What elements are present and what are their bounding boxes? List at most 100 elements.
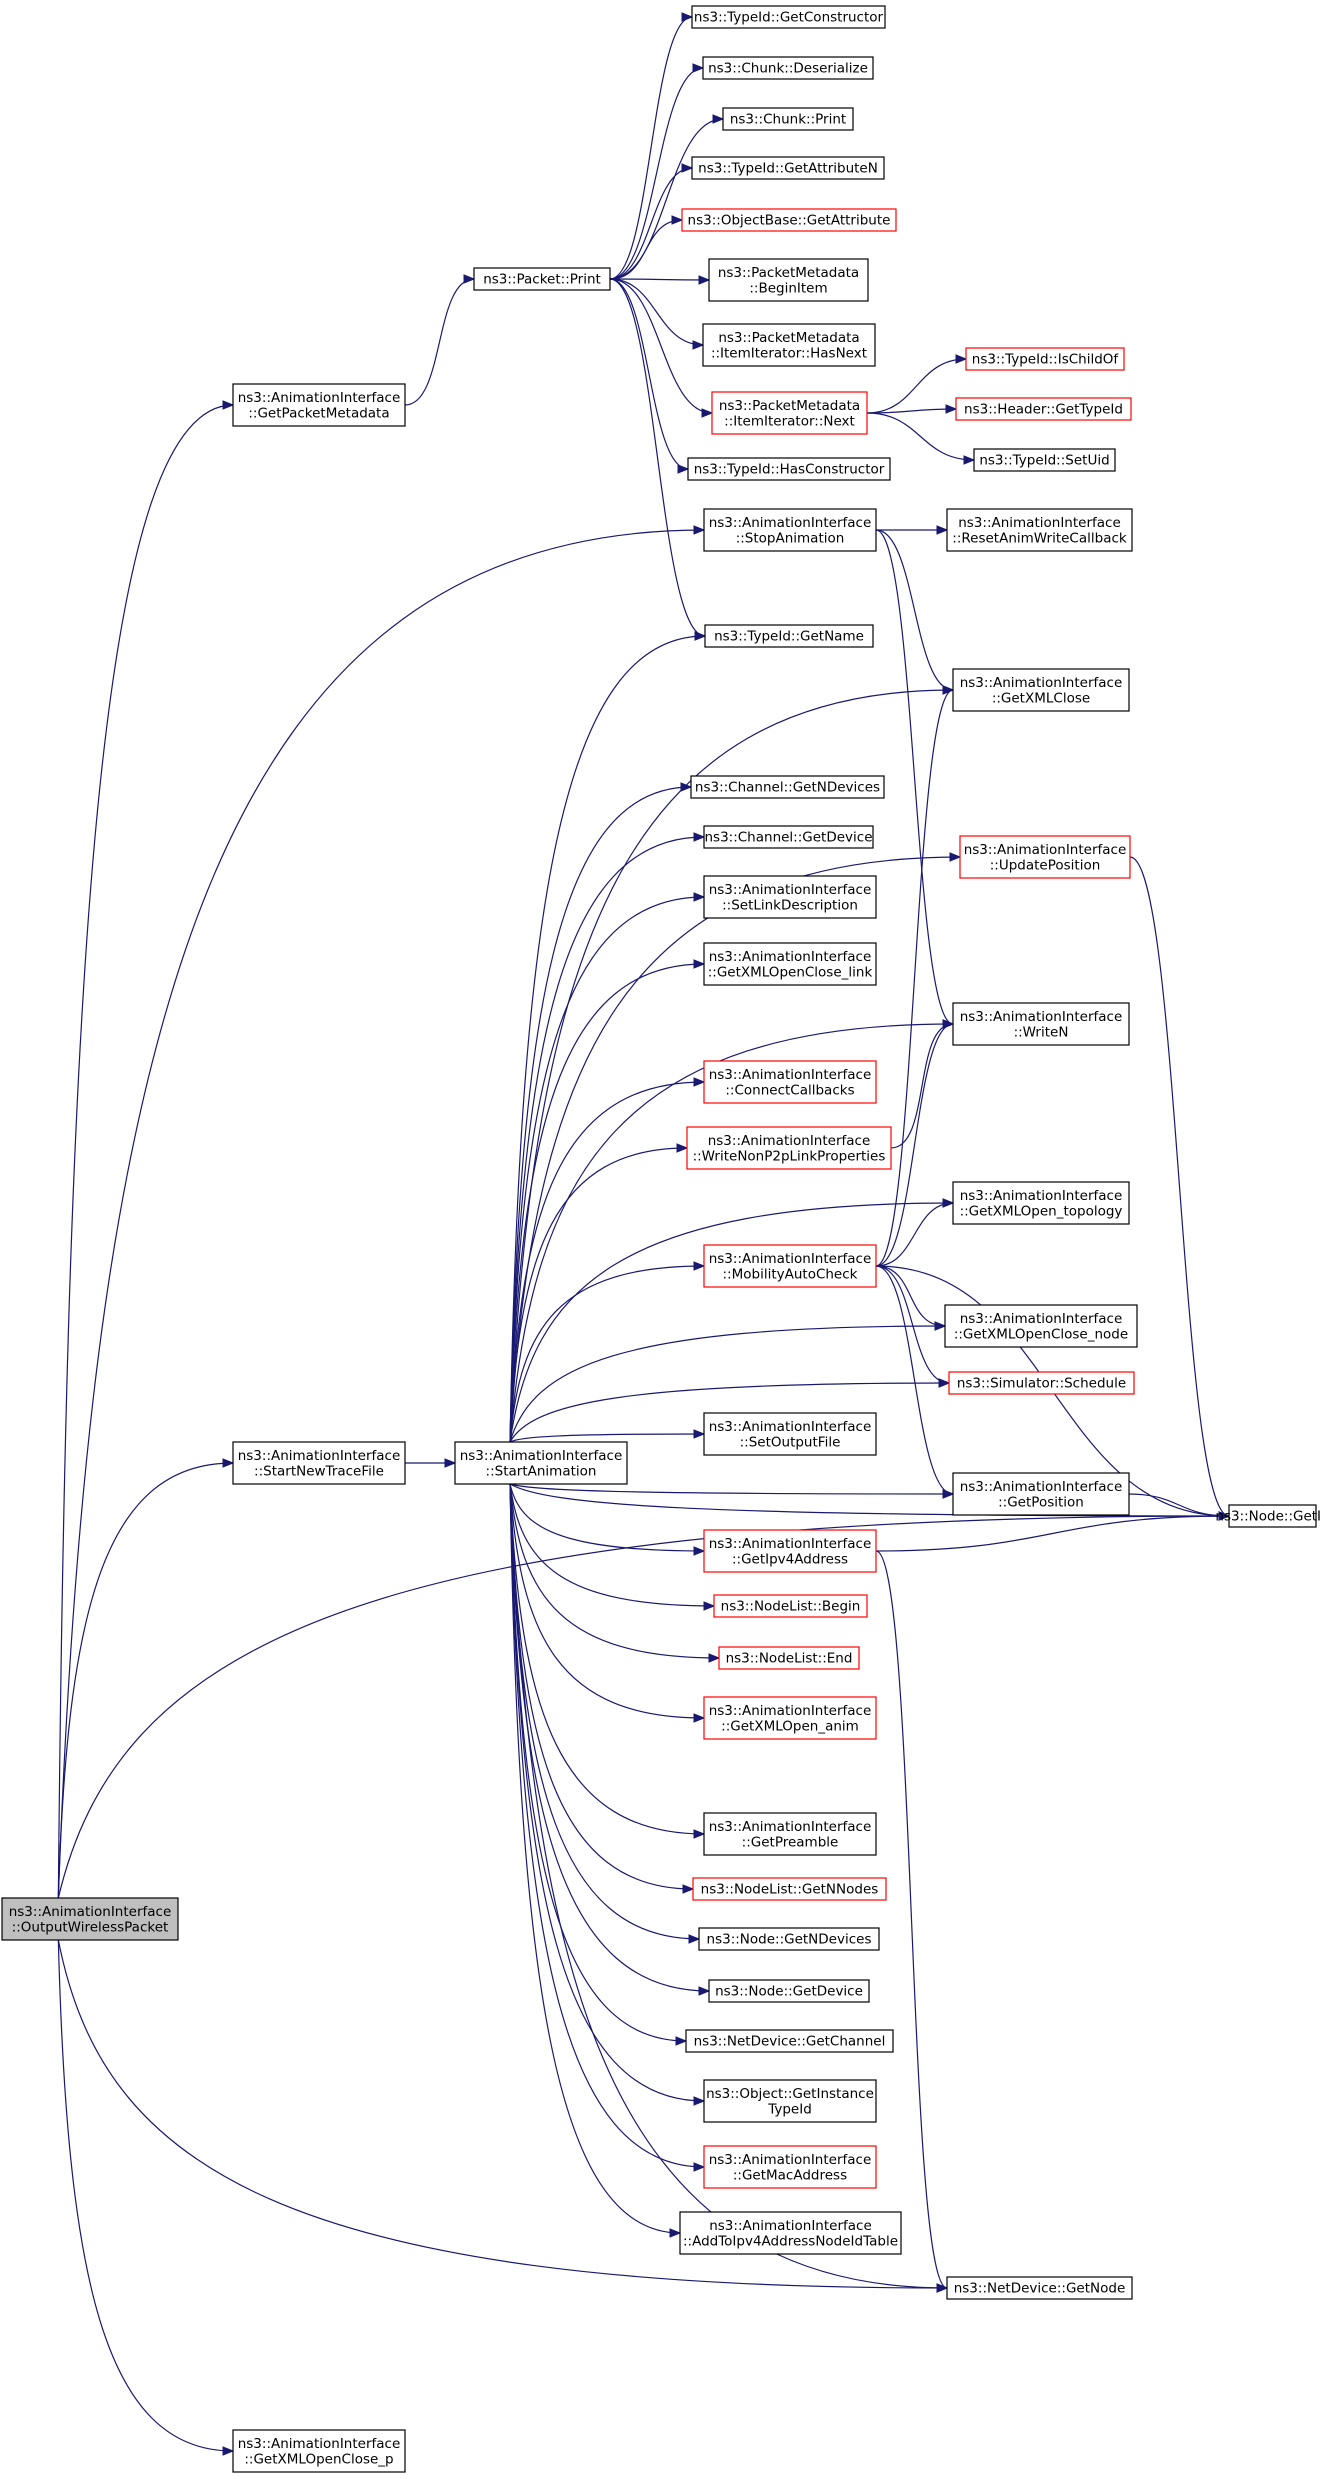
node-chunk-deserialize[interactable]: ns3::Chunk::Deserialize (702, 56, 874, 80)
node-node-get-device[interactable]: ns3::Node::GetDevice (708, 1979, 870, 2003)
node-node-get-id[interactable]: ns3::Node::GetId (1215, 1504, 1320, 1528)
node-label-line: ::ItemIterator::HasNext (711, 345, 867, 361)
arrowhead (698, 275, 711, 285)
arrowhead (698, 1986, 711, 1996)
node-label-line: ns3::AnimationInterface (960, 1188, 1123, 1204)
node-node-get-ndevices[interactable]: ns3::Node::GetNDevices (698, 1927, 880, 1951)
node-label-line: ns3::AnimationInterface (238, 2436, 401, 2452)
node-chunk-print[interactable]: ns3::Chunk::Print (722, 107, 854, 131)
node-header-get-type-id[interactable]: ns3::Header::GetTypeId (955, 397, 1132, 421)
node-begin-item[interactable]: ns3::PacketMetadata::BeginItem (708, 258, 869, 302)
node-packet-print[interactable]: ns3::Packet::Print (473, 267, 611, 291)
node-start-animation[interactable]: ns3::AnimationInterface::StartAnimation (454, 1441, 628, 1485)
node-label-line: ns3::AnimationInterface (960, 1009, 1123, 1025)
node-label-line: ns3::AnimationInterface (709, 2218, 872, 2234)
node-label-line: ns3::NodeList::Begin (721, 1599, 861, 1615)
arrowhead (942, 1198, 955, 1208)
edge-line (509, 1483, 720, 1659)
node-box (948, 1371, 1135, 1395)
edge-start-animation-to-add-to-ipv4 (509, 1483, 682, 2238)
node-get-xmlopen-topology[interactable]: ns3::AnimationInterface::GetXMLOpen_topo… (952, 1181, 1130, 1225)
node-label-line: ns3::AnimationInterface (709, 515, 872, 531)
node-box (944, 1304, 1138, 1348)
node-connect-callbacks[interactable]: ns3::AnimationInterface::ConnectCallback… (703, 1060, 877, 1104)
node-root[interactable]: ns3::AnimationInterface::OutputWirelessP… (1, 1897, 179, 1941)
node-get-xmlopen-anim[interactable]: ns3::AnimationInterface::GetXMLOpen_anim (703, 1696, 877, 1740)
edge-line (609, 118, 724, 280)
node-sim-schedule[interactable]: ns3::Simulator::Schedule (948, 1371, 1135, 1395)
node-update-position[interactable]: ns3::AnimationInterface::UpdatePosition (959, 835, 1131, 879)
edge-line (875, 1550, 948, 2289)
edge-root-to-start-new-trace-file (57, 1458, 235, 1899)
edge-line (875, 1265, 954, 1495)
node-get-xmlopen-close-link[interactable]: ns3::AnimationInterface::GetXMLOpenClose… (703, 942, 877, 986)
node-set-uid[interactable]: ns3::TypeId::SetUid (973, 448, 1116, 472)
node-get-position[interactable]: ns3::AnimationInterface::GetPosition (952, 1472, 1130, 1516)
node-label-line: ns3::NetDevice::GetChannel (694, 2034, 886, 2050)
node-get-packet-metadata[interactable]: ns3::AnimationInterface::GetPacketMetada… (232, 383, 406, 427)
node-ch-get-ndevices[interactable]: ns3::Channel::GetNDevices (690, 775, 885, 799)
call-nodes: ns3::AnimationInterface::OutputWirelessP… (1, 5, 1320, 2473)
node-box (946, 508, 1133, 552)
edge-stop-animation-to-get-xmlclose (875, 529, 955, 695)
node-label-line: ::GetXMLOpenClose_p (244, 2451, 393, 2467)
edge-root-to-get-packet-metadata (57, 400, 235, 1899)
node-get-preamble[interactable]: ns3::AnimationInterface::GetPreamble (703, 1812, 877, 1856)
node-next[interactable]: ns3::PacketMetadata::ItemIterator::Next (711, 391, 868, 435)
arrowhead (669, 2228, 682, 2238)
node-label-line: ::StartNewTraceFile (254, 1463, 384, 1479)
node-nd-get-node[interactable]: ns3::NetDevice::GetNode (946, 2276, 1133, 2300)
node-label-line: ns3::Node::GetDevice (715, 1984, 863, 2000)
node-box (952, 1472, 1130, 1516)
node-mobility-auto-check[interactable]: ns3::AnimationInterface::MobilityAutoChe… (703, 1244, 877, 1288)
node-set-output-file[interactable]: ns3::AnimationInterface::SetOutputFile (703, 1412, 877, 1456)
node-ch-get-device[interactable]: ns3::Channel::GetDevice (703, 825, 874, 849)
node-write-n[interactable]: ns3::AnimationInterface::WriteN (952, 1002, 1130, 1046)
edge-start-animation-to-nd-get-channel (509, 1483, 688, 2046)
edge-line (609, 278, 704, 346)
node-get-xmlopen-close-p[interactable]: ns3::AnimationInterface::GetXMLOpenClose… (232, 2429, 406, 2473)
node-nd-get-channel[interactable]: ns3::NetDevice::GetChannel (685, 2029, 894, 2053)
node-label-line: ns3::Object::GetInstance (706, 2086, 874, 2102)
arrowhead (693, 1261, 706, 1271)
edge-line (509, 1147, 688, 1443)
edge-line (509, 896, 705, 1443)
node-add-to-ipv4[interactable]: ns3::AnimationInterface::AddToIpv4Addres… (679, 2211, 902, 2255)
node-reset-anim[interactable]: ns3::AnimationInterface::ResetAnimWriteC… (946, 508, 1133, 552)
node-get-xmlclose[interactable]: ns3::AnimationInterface::GetXMLClose (952, 668, 1130, 712)
edge-line (57, 1462, 234, 1899)
node-node-list-get-nnodes[interactable]: ns3::NodeList::GetNNodes (692, 1877, 887, 1901)
node-has-constructor[interactable]: ns3::TypeId::HasConstructor (687, 457, 891, 481)
node-has-next[interactable]: ns3::PacketMetadata::ItemIterator::HasNe… (702, 323, 876, 367)
node-box (691, 156, 885, 180)
node-label-line: ::WriteN (1014, 1024, 1069, 1040)
node-box (698, 1927, 880, 1951)
edge-line (509, 689, 954, 1443)
node-get-attribute-n[interactable]: ns3::TypeId::GetAttributeN (691, 156, 885, 180)
arrowhead (222, 400, 235, 410)
node-label-line: ::SetLinkDescription (722, 897, 858, 913)
node-get-name[interactable]: ns3::TypeId::GetName (704, 624, 874, 648)
node-node-list-end[interactable]: ns3::NodeList::End (718, 1646, 860, 1670)
node-label-line: ns3::TypeId::SetUid (979, 453, 1109, 469)
node-set-link-desc[interactable]: ns3::AnimationInterface::SetLinkDescript… (703, 875, 877, 919)
node-get-ipv4-address[interactable]: ns3::AnimationInterface::GetIpv4Address (703, 1529, 877, 1573)
node-write-non-p2p[interactable]: ns3::AnimationInterface::WriteNonP2pLink… (686, 1126, 892, 1170)
arrowhead (942, 1489, 955, 1499)
edge-mobility-auto-check-to-get-xmlclose (875, 685, 955, 1267)
edge-get-ipv4-address-to-node-get-id (875, 1511, 1231, 1552)
node-box (681, 208, 897, 232)
node-node-list-begin[interactable]: ns3::NodeList::Begin (713, 1594, 868, 1618)
node-get-mac-address[interactable]: ns3::AnimationInterface::GetMacAddress (703, 2145, 877, 2189)
edge-line (875, 1515, 1230, 1552)
node-label-line: ns3::AnimationInterface (709, 1819, 872, 1835)
node-is-child-of[interactable]: ns3::TypeId::IsChildOf (965, 347, 1125, 371)
node-get-constructor[interactable]: ns3::TypeId::GetConstructor (691, 5, 886, 29)
node-get-xmlopen-close-node[interactable]: ns3::AnimationInterface::GetXMLOpenClose… (944, 1304, 1138, 1348)
node-box (955, 397, 1132, 421)
node-start-new-trace-file[interactable]: ns3::AnimationInterface::StartNewTraceFi… (232, 1441, 406, 1485)
node-stop-animation[interactable]: ns3::AnimationInterface::StopAnimation (703, 508, 877, 552)
edge-mobility-auto-check-to-write-n (875, 1019, 955, 1267)
node-obj-get-attribute[interactable]: ns3::ObjectBase::GetAttribute (681, 208, 897, 232)
